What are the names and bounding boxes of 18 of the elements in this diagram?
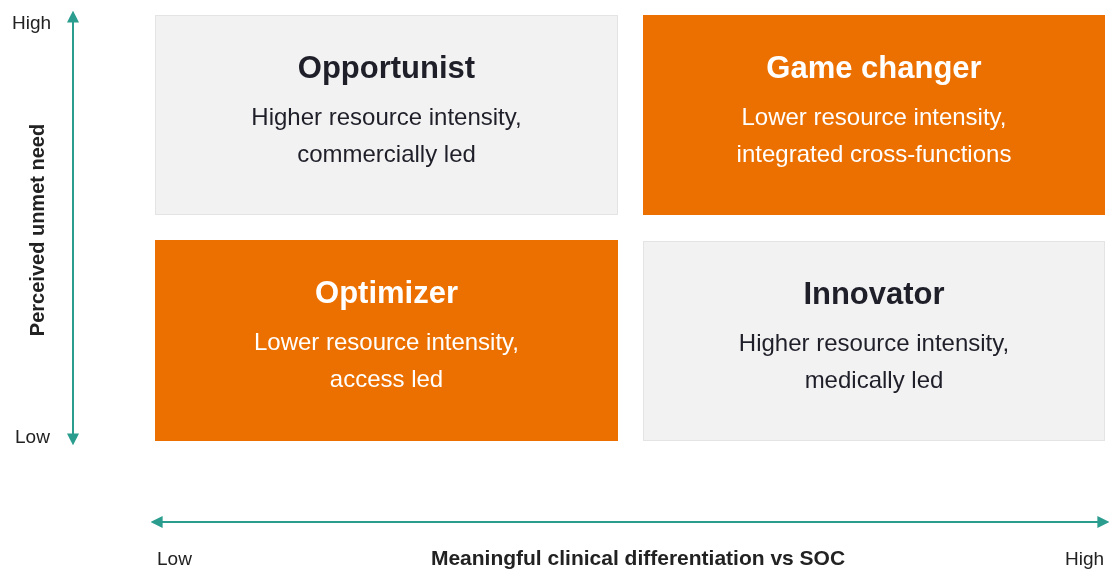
- axis-end-label: High: [1065, 548, 1105, 570]
- quadrant-description: Higher resource intensity, commercially led: [250, 102, 523, 169]
- axis-end-label: Low: [15, 426, 50, 448]
- quadrant-box: [643, 15, 1105, 215]
- axis-end-label: High: [12, 12, 52, 34]
- quadrant-description: Lower resource intensity, access led: [253, 327, 520, 394]
- quadrant-title: Game changer: [766, 50, 982, 86]
- axis-title: Perceived unmet need: [25, 123, 49, 337]
- quadrant-title: Opportunist: [297, 50, 476, 86]
- axis-title: Meaningful clinical differentiation vs SOC: [430, 546, 846, 570]
- quadrant-box: [155, 15, 618, 215]
- quadrant-box: [643, 241, 1105, 441]
- axis-end-label: Low: [157, 548, 192, 570]
- quadrant-description: Lower resource intensity, integrated cross-functions: [735, 102, 1013, 169]
- quadrant-title: Innovator: [803, 276, 945, 312]
- quadrant-description: Higher resource intensity, medically led: [737, 328, 1011, 395]
- quadrant-title: Optimizer: [315, 275, 458, 311]
- quadrant-box: [155, 240, 618, 441]
